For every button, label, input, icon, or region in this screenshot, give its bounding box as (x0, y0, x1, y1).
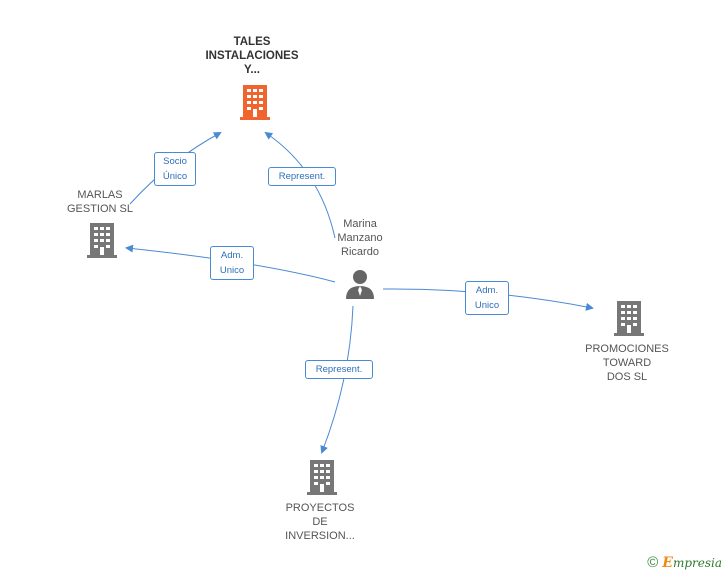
copyright-symbol: © (647, 554, 659, 571)
edge-label-adm-marlas: Adm. Unico (210, 246, 254, 280)
edge-label-represent-tales: Represent. (268, 167, 336, 186)
building-icon[interactable] (85, 222, 119, 258)
building-icon[interactable] (238, 84, 272, 120)
building-icon[interactable] (612, 300, 646, 336)
edge-label-represent-proyectos: Represent. (305, 360, 373, 379)
building-icon[interactable] (305, 459, 339, 495)
node-label-promociones[interactable]: PROMOCIONES TOWARD DOS SL (585, 343, 669, 383)
node-label-proyectos[interactable]: PROYECTOS DE INVERSION... (285, 502, 355, 542)
footer-brand: © Empresia (647, 554, 722, 571)
edge-marina-to-proyectos (320, 305, 354, 454)
node-label-marina[interactable]: Marina Manzano Ricardo (337, 218, 383, 258)
brand-logo: Empresia (662, 554, 722, 571)
edge-label-socio-unico: Socio Único (154, 152, 196, 186)
node-label-tales[interactable]: TALES INSTALACIONES Y... (205, 36, 299, 76)
node-label-marlas[interactable]: MARLAS GESTION SL (66, 189, 134, 215)
person-icon[interactable] (344, 268, 376, 300)
edge-label-adm-promociones: Adm. Unico (465, 281, 509, 315)
